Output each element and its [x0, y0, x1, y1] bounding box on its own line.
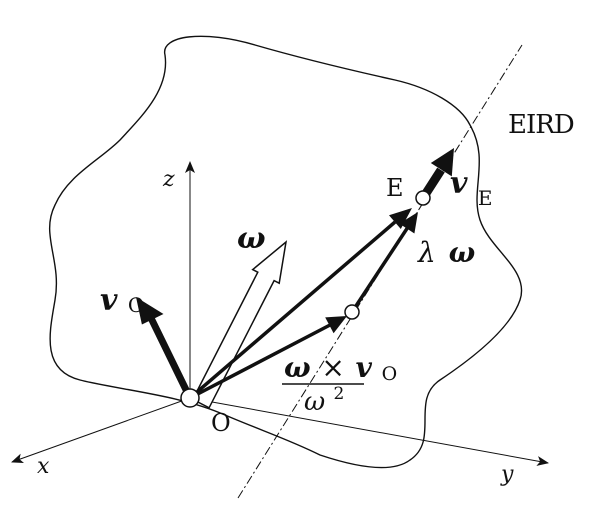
v-e-vector-head	[430, 148, 454, 177]
fraction-num-cross: ×	[321, 351, 344, 384]
v-e-main: v	[450, 166, 468, 201]
v-o-main: v	[100, 283, 118, 318]
origin-label: O	[211, 409, 231, 437]
y-axis-label: y	[500, 462, 514, 487]
origin-point	[180, 388, 200, 408]
op-vector-shaft	[189, 323, 331, 400]
fraction-num-subscript: O	[382, 363, 398, 385]
lambda-symbol: λ	[417, 236, 436, 269]
x-axis-label: x	[37, 454, 50, 479]
oe-vector-shaft	[188, 220, 397, 400]
omega-vector	[191, 240, 288, 409]
v-e-subscript: E	[478, 186, 493, 210]
v-o-vector-shaft	[147, 316, 194, 400]
point-e	[415, 190, 431, 206]
fraction-denominator: ω 2	[304, 384, 344, 417]
fraction-den-exponent: 2	[333, 384, 344, 404]
fraction-num-omega: ω	[284, 351, 311, 384]
fraction-den-omega: ω	[304, 387, 325, 417]
omega-label: ω	[237, 221, 266, 256]
v-o-subscript: O	[128, 293, 144, 317]
fraction-num-v: v	[356, 351, 373, 384]
y-axis	[189, 397, 549, 466]
oe-vector-head	[389, 208, 412, 229]
fraction-numerator: ω × v O	[284, 351, 397, 385]
lambda-omega-vector-head	[399, 212, 418, 234]
lambda-omega-symbol: ω	[449, 236, 476, 269]
lambda-omega-vector-shaft	[350, 226, 410, 313]
region-label: EIRD	[508, 110, 574, 140]
point-e-label: E	[386, 174, 404, 202]
x-axis	[11, 397, 191, 463]
rigid-body-outline	[48, 35, 523, 469]
perpendicular-point	[344, 304, 360, 320]
v-o-vector-head	[136, 297, 164, 325]
v-o-label: v O	[100, 283, 144, 318]
lambda-omega-label: λ ω	[417, 236, 476, 269]
v-e-label: v E	[450, 166, 493, 210]
z-axis-label: z	[162, 167, 175, 192]
op-vector-head	[325, 316, 347, 334]
